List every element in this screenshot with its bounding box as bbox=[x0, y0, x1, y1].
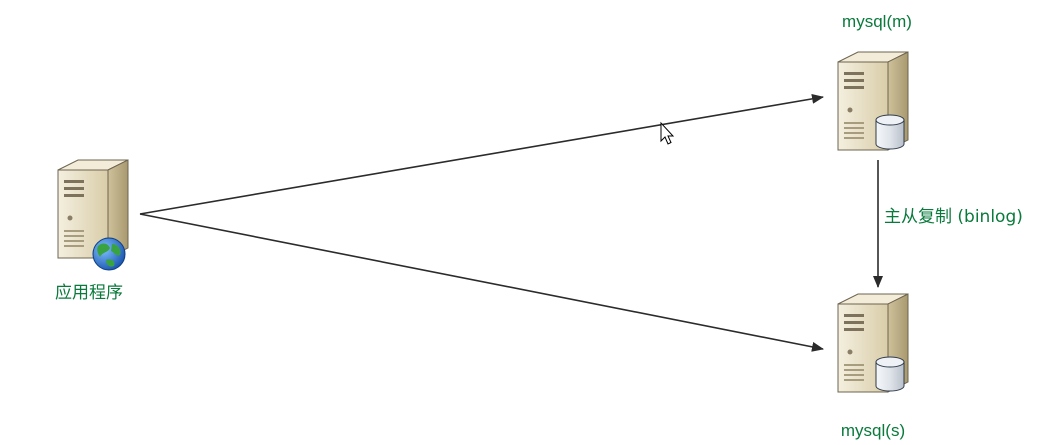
mysql-master-node[interactable] bbox=[837, 51, 909, 151]
app-label: 应用程序 bbox=[55, 283, 123, 303]
app-server-node[interactable] bbox=[57, 159, 129, 271]
slave-label: mysql(s) bbox=[841, 421, 905, 440]
replication-label: 主从复制 (binlog) bbox=[884, 207, 1023, 227]
mouse-cursor-icon bbox=[660, 121, 675, 145]
arrow-app-to-master bbox=[139, 93, 824, 215]
master-label: mysql(m) bbox=[842, 12, 912, 31]
arrow-app-to-slave bbox=[139, 213, 824, 352]
mysql-slave-node[interactable] bbox=[837, 293, 909, 393]
database-icon bbox=[875, 114, 905, 150]
database-icon bbox=[875, 356, 905, 392]
globe-icon bbox=[92, 237, 126, 271]
